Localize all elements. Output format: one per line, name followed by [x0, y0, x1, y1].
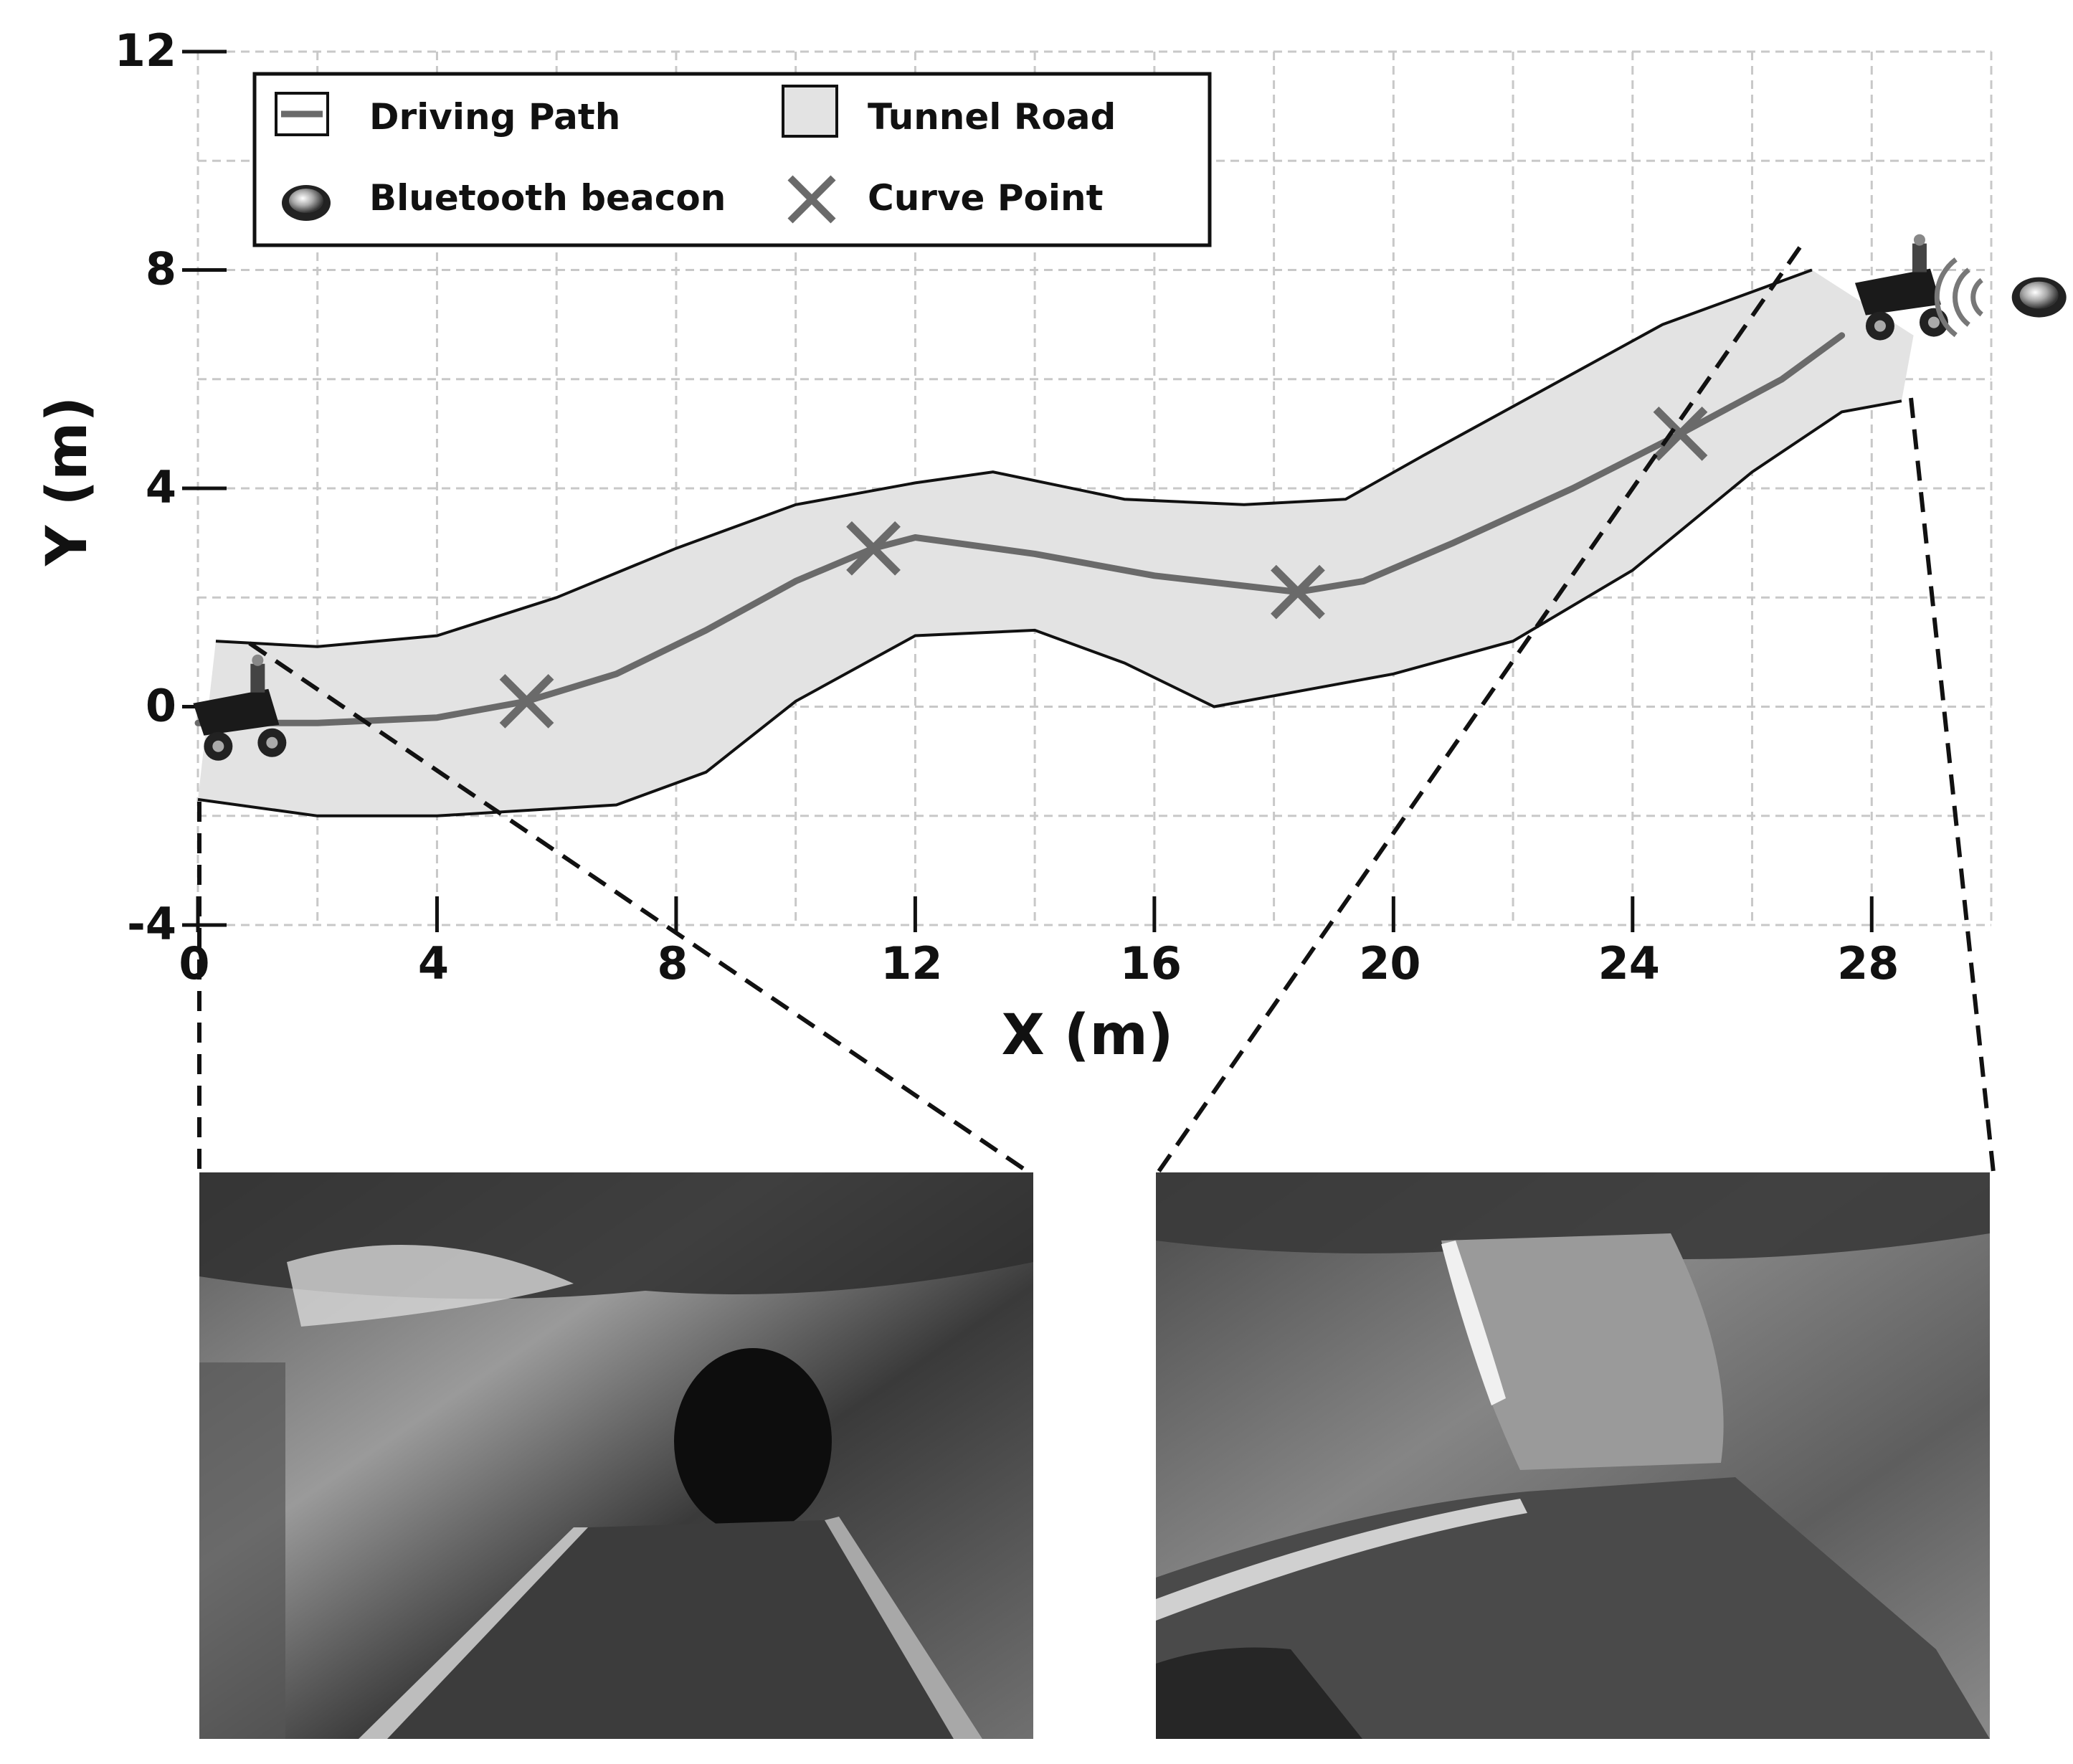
y-axis-title: Y (m) — [35, 397, 100, 566]
x-tick-label: 0 — [179, 937, 209, 990]
curve-point-marker — [499, 673, 554, 729]
curve-point-marker — [1653, 406, 1708, 461]
tunnel-photo-left — [199, 1172, 1033, 1739]
tunnel-road-swatch — [782, 85, 838, 138]
y-tick-label: 8 — [146, 243, 176, 295]
tunnel-upper-edge — [215, 268, 1813, 648]
legend-tunnel-road-label: Tunnel Road — [868, 96, 1116, 138]
curve-point-marker — [1271, 564, 1325, 620]
x-tick-label: 28 — [1837, 937, 1899, 990]
x-tick-label: 12 — [881, 937, 942, 990]
y-tick-label: 0 — [146, 680, 176, 732]
zoom-connectors — [197, 246, 1996, 1175]
legend-box — [252, 72, 1212, 247]
x-tick-label: 8 — [657, 937, 688, 990]
bluetooth-beacon-marker — [1934, 257, 2067, 338]
x-tick-label: 4 — [418, 937, 449, 990]
x-axis-title: X (m) — [1002, 1003, 1174, 1068]
curve-point-marker — [846, 521, 901, 576]
legend-driving-path-label: Driving Path — [369, 96, 620, 138]
robot-icon — [1854, 234, 1948, 341]
legend-bluetooth-beacon-label: Bluetooth beacon — [369, 177, 726, 219]
bluetooth-beacon-icon — [282, 185, 331, 221]
beacon — [1934, 257, 2067, 338]
tunnel-photo-right — [1156, 1172, 1990, 1739]
connector-right-photo-right — [1909, 397, 1996, 1173]
curve-points — [499, 406, 1708, 729]
y-tick-label: 4 — [146, 461, 176, 513]
tunnel-lower-edge — [197, 399, 1902, 817]
driving-path-line — [194, 332, 1846, 726]
connector-right-photo-left — [1156, 246, 1802, 1174]
x-tick-label: 24 — [1598, 937, 1660, 990]
robot-icon — [193, 654, 287, 761]
robots — [193, 234, 1948, 761]
x-tick-label: 20 — [1359, 937, 1420, 990]
x-tick-label: 16 — [1120, 937, 1182, 990]
legend: Driving Path Tunnel Road Bluetooth beaco… — [252, 72, 1212, 247]
y-tick-label: 12 — [115, 24, 176, 77]
y-tick-label: -4 — [127, 898, 176, 950]
tunnel-road-area — [198, 270, 1914, 816]
curve-point-icon — [787, 175, 836, 224]
legend-curve-point-label: Curve Point — [868, 177, 1104, 219]
